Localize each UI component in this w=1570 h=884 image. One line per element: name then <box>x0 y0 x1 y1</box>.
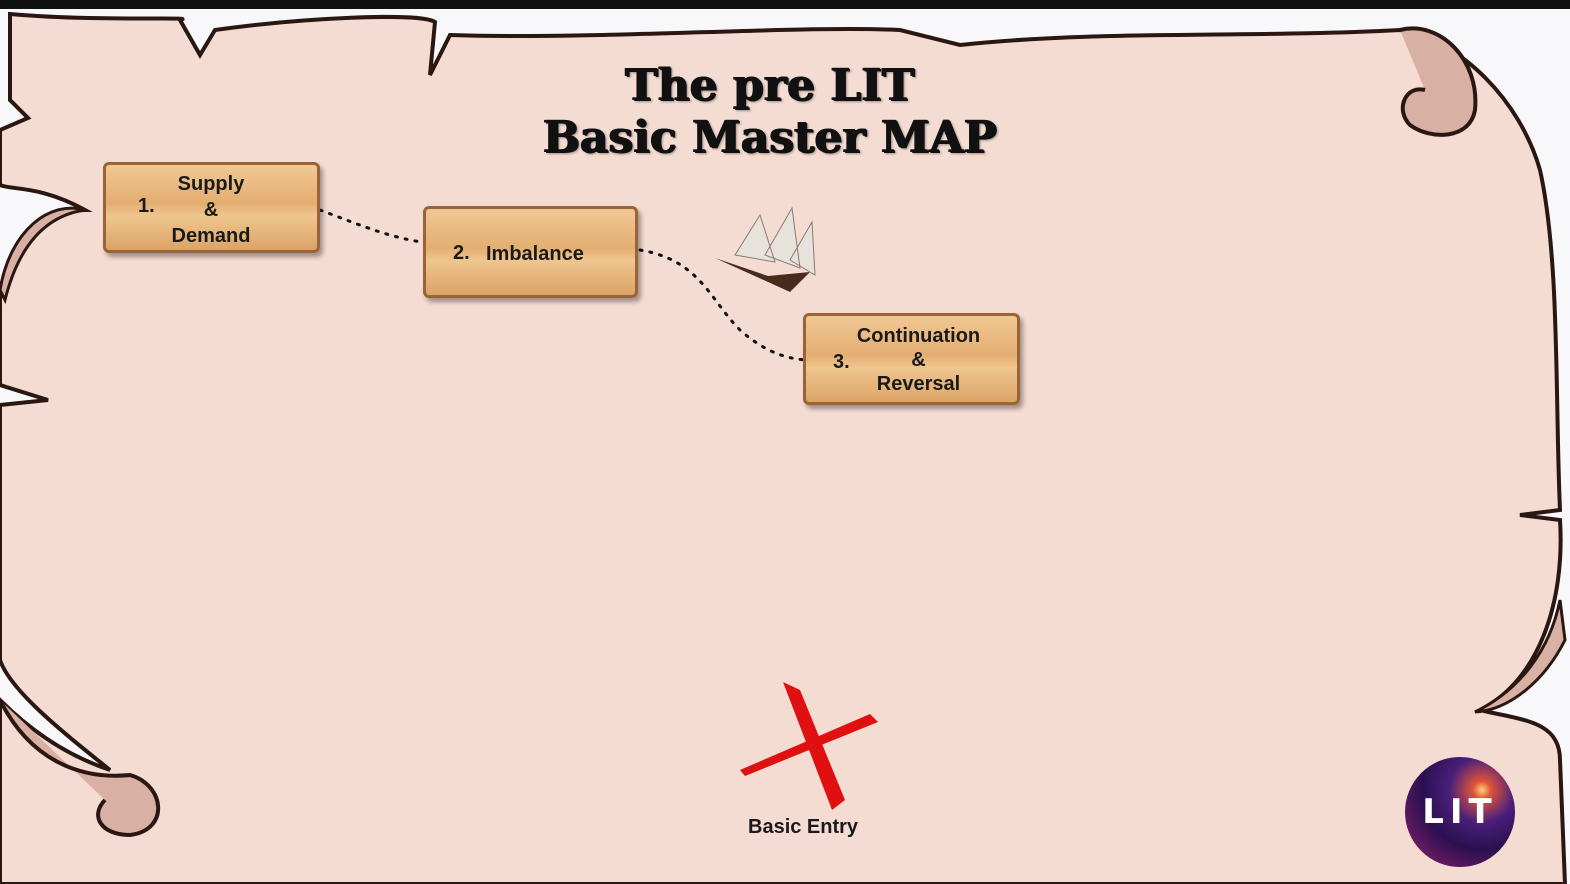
scroll-curl-right <box>1474 599 1567 714</box>
ship-icon <box>715 206 816 292</box>
lit-logo: LIT <box>1405 757 1515 867</box>
step-label: Demand <box>171 225 251 247</box>
step-number: 2. <box>453 242 470 264</box>
step-label: & <box>203 199 219 221</box>
step-board-continuation-reversal: 3. Continuation & Reversal <box>803 313 1020 405</box>
x-mark-icon <box>740 682 878 810</box>
top-bar <box>0 0 1570 9</box>
basic-entry-label: Basic Entry <box>748 816 859 838</box>
scroll-curl-left <box>0 206 86 305</box>
scroll-curl-bottom-left <box>0 699 161 838</box>
step-number: 1. <box>138 195 155 217</box>
dotted-path-1-2 <box>318 208 430 245</box>
step-label: Continuation <box>856 325 981 347</box>
step-board-supply-demand: 1. Supply & Demand <box>103 162 320 253</box>
step-label: Supply <box>177 173 245 195</box>
title-line-1: The pre LIT <box>625 60 915 111</box>
step-label: Reversal <box>876 373 961 395</box>
title-line-2: Basic Master MAP <box>542 112 998 163</box>
parchment <box>0 11 1568 884</box>
dotted-path-2-3 <box>638 248 807 362</box>
step-label: & <box>911 349 926 371</box>
scroll-curl-top-right <box>1399 26 1478 137</box>
step-number: 3. <box>833 351 850 373</box>
step-label: Imbalance <box>486 243 584 265</box>
step-board-imbalance: 2. Imbalance <box>423 206 638 298</box>
